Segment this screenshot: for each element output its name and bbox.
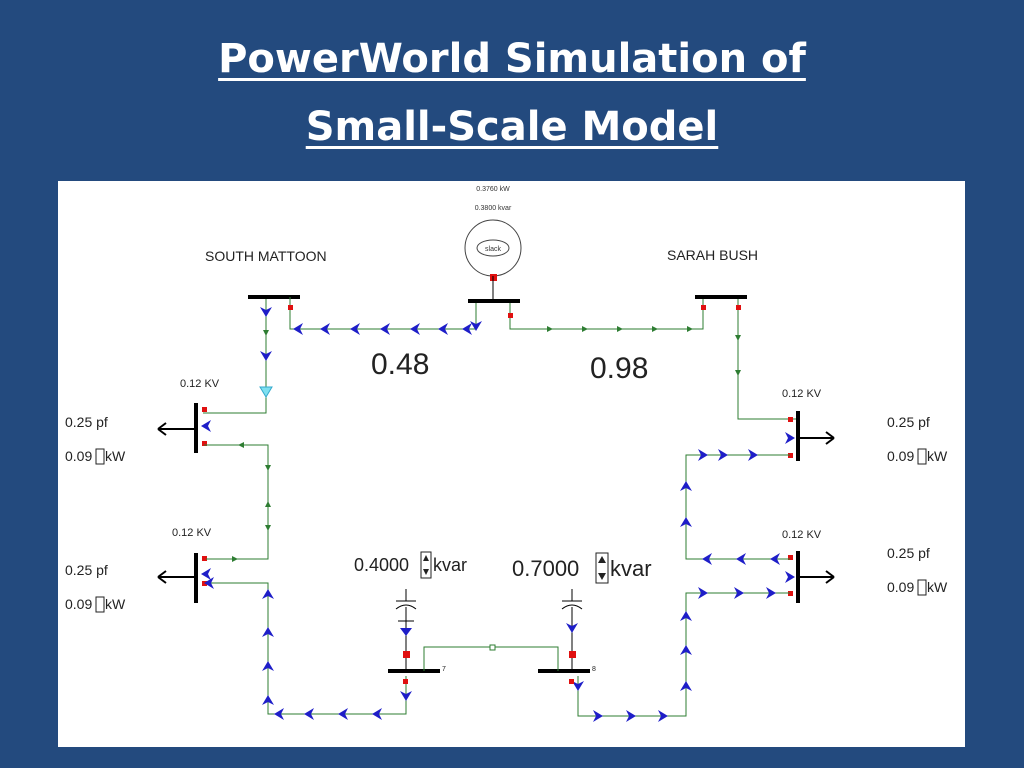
slide-title-line-2: Small-Scale Model [305,104,719,150]
bus-3-spinner[interactable] [95,448,105,465]
bus-4-kw-unit: kW [927,448,948,464]
bus-6-kw: 0.09 [887,579,914,595]
bus-4-kw: 0.09 [887,448,914,464]
capacitor-2-value: 0.7000 [512,556,579,581]
flow-value-left: 0.48 [371,348,429,381]
capacitor-1-value: 0.4000 [354,555,409,575]
bus-4-kv: 0.12 KV [782,388,822,400]
bus-3-kv: 0.12 KV [180,378,220,390]
bus-8-number: 8 [592,666,596,673]
oneline-diagram: 0.3760 kW 0.3800 kvar slack SOUTH MATTOO… [58,181,965,747]
capacitor-2-unit: kvar [610,556,652,581]
flow-value-right: 0.98 [590,352,648,385]
bus-5-kv: 0.12 KV [172,527,212,539]
slack-generator-icon[interactable]: slack [464,219,522,277]
bus-5-kw-unit: kW [105,596,126,612]
bus-7-number: 7 [442,666,446,673]
bus-4-spinner[interactable] [917,448,927,465]
bus-5-kw: 0.09 [65,596,92,612]
slack-mw-readout: 0.3760 kW [476,186,510,193]
area-label-south-mattoon: SOUTH MATTOON [205,248,327,264]
bus-6-kv: 0.12 KV [782,529,822,541]
capacitor-1-spinner[interactable] [420,551,432,579]
bus-5-pf: 0.25 pf [65,562,108,578]
area-label-sarah-bush: SARAH BUSH [667,247,758,263]
slack-mvar-readout: 0.3800 kvar [475,205,512,212]
bus-3-kw: 0.09 [65,448,92,464]
bus-6-spinner[interactable] [917,579,927,596]
slack-label: slack [485,246,501,253]
capacitor-1-unit: kvar [433,555,467,575]
bus-4-pf: 0.25 pf [887,414,930,430]
bus-3-kw-unit: kW [105,448,126,464]
bus-6-kw-unit: kW [927,579,948,595]
slide-title-line-1: PowerWorld Simulation of [218,36,806,82]
bus-6-pf: 0.25 pf [887,545,930,561]
capacitor-1-icon[interactable] [395,589,417,651]
capacitor-2-spinner[interactable] [595,552,609,584]
bus-5-spinner[interactable] [95,596,105,613]
capacitor-2-icon[interactable] [561,589,583,651]
bus-3-pf: 0.25 pf [65,414,108,430]
